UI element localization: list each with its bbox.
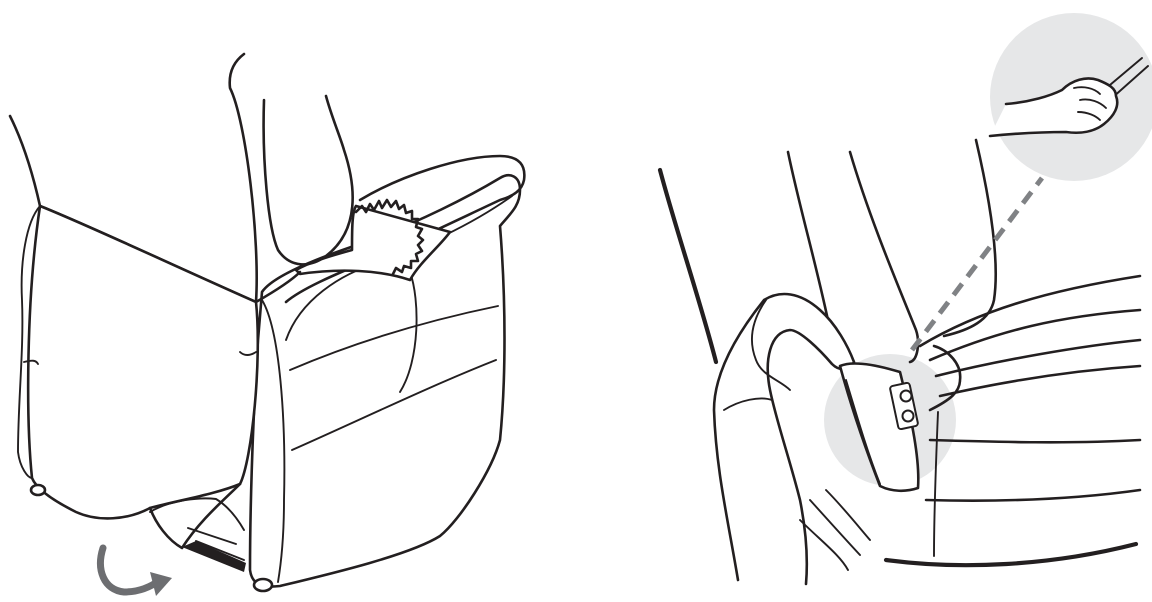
- backrest-panel-right: [944, 140, 996, 336]
- backrest-left-edge: [660, 170, 716, 362]
- left-panel-chair-rear-view: [10, 54, 524, 596]
- chair-foot-left: [31, 485, 45, 495]
- backrest-panel-mid: [850, 152, 918, 362]
- right-panel-control-view: [660, 13, 1152, 584]
- seat-base-heavy: [886, 544, 1136, 565]
- control-button-up[interactable]: [901, 391, 912, 402]
- seat-cushion: [920, 276, 1140, 410]
- chair-foot-right: [254, 579, 272, 591]
- backrest-fold: [264, 96, 353, 264]
- control-button-down[interactable]: [903, 411, 914, 422]
- seat-front-panel: [926, 440, 1140, 501]
- curved-arrow-icon: [101, 548, 172, 596]
